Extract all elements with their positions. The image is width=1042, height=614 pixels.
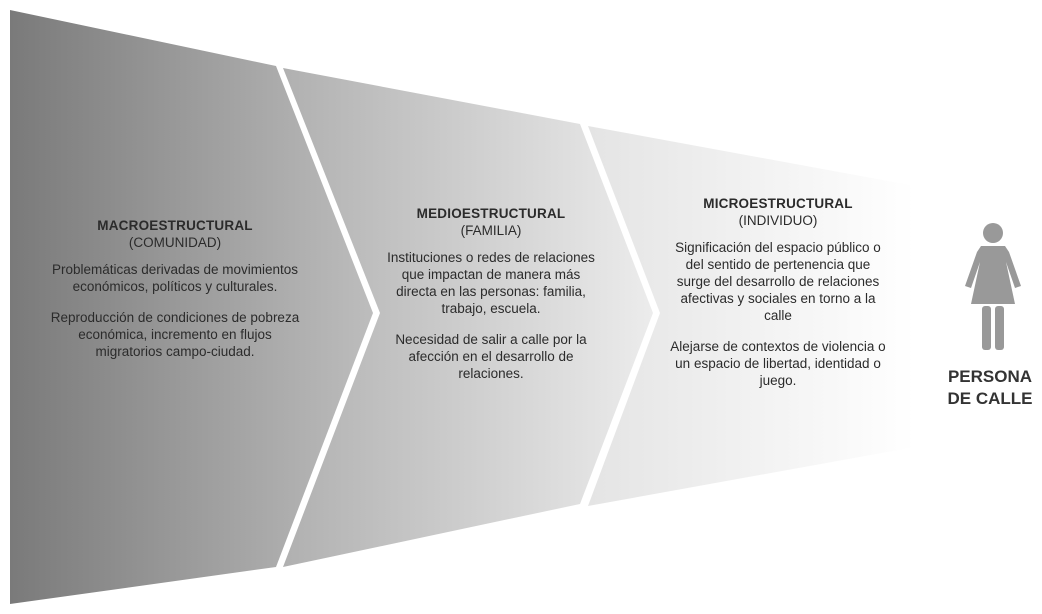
chevron-medio bbox=[283, 68, 653, 567]
medio-text-1: Instituciones o redes de relaciones que … bbox=[387, 250, 595, 316]
chevron-micro bbox=[588, 126, 915, 506]
chevron-macro bbox=[10, 10, 373, 604]
macro-text-2: Reproducción de condiciones de pobreza e… bbox=[50, 310, 300, 359]
micro-text-1: Significación del espacio público o del … bbox=[675, 240, 881, 323]
micro-subtitle: (INDIVIDUO) bbox=[738, 213, 818, 228]
micro-block: MICROESTRUCTURAL (INDIVIDUO) Significaci… bbox=[668, 195, 888, 403]
person-label-line2: DE CALLE bbox=[947, 389, 1033, 408]
macro-block: MACROESTRUCTURAL (COMUNIDAD) Problemátic… bbox=[50, 217, 300, 374]
medio-subtitle: (FAMILIA) bbox=[460, 223, 522, 238]
person-female-icon bbox=[965, 223, 1021, 350]
person-label: PERSONA DE CALLE bbox=[940, 366, 1040, 410]
medio-title: MEDIOESTRUCTURAL bbox=[416, 206, 566, 221]
micro-text-2: Alejarse de contextos de violencia o un … bbox=[670, 339, 886, 388]
micro-title: MICROESTRUCTURAL bbox=[703, 196, 853, 211]
person-label-line1: PERSONA bbox=[947, 367, 1033, 386]
macro-subtitle: (COMUNIDAD) bbox=[128, 235, 222, 250]
medio-text-2: Necesidad de salir a calle por la afecci… bbox=[395, 332, 587, 381]
medio-block: MEDIOESTRUCTURAL (FAMILIA) Instituciones… bbox=[386, 205, 596, 396]
macro-title: MACROESTRUCTURAL bbox=[97, 218, 253, 233]
macro-text-1: Problemáticas derivadas de movimientos e… bbox=[51, 262, 299, 294]
